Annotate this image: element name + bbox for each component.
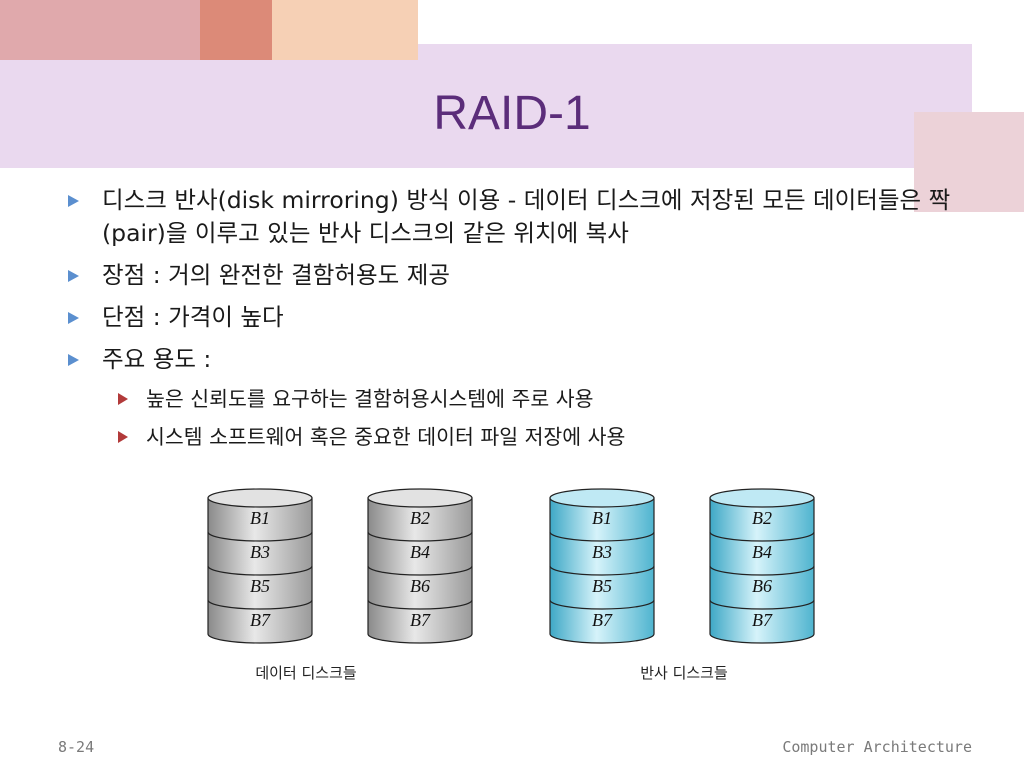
bullet-text: 주요 용도 : — [102, 345, 212, 373]
block-label: B2 — [752, 508, 772, 528]
bullet-item: 단점 : 가격이 높다 — [68, 301, 998, 334]
block-label: B3 — [250, 542, 270, 562]
decor-block-right — [914, 112, 1024, 212]
decor-block-red — [200, 0, 272, 60]
sub-bullet-arrow-icon — [118, 393, 128, 405]
sub-bullet-arrow-icon — [118, 431, 128, 443]
block-label: B6 — [410, 576, 430, 596]
data-disks-label: 데이터 디스크들 — [255, 664, 357, 682]
block-label: B6 — [752, 576, 772, 596]
bullet-list: 디스크 반사(disk mirroring) 방식 이용 - 데이터 디스크에 … — [68, 184, 998, 461]
block-label: B5 — [592, 576, 612, 596]
sub-bullet-text: 높은 신뢰도를 요구하는 결함허용시스템에 주로 사용 — [146, 387, 594, 411]
bullet-text: 장점 : 거의 완전한 결함허용도 제공 — [102, 261, 450, 289]
block-label: B4 — [752, 542, 772, 562]
page-number: 8-24 — [58, 738, 95, 756]
bullet-text: 디스크 반사(disk mirroring) 방식 이용 - 데이터 디스크에 … — [102, 186, 951, 247]
bullet-arrow-icon — [68, 195, 79, 207]
block-label: B7 — [410, 610, 431, 630]
title-band — [0, 44, 972, 168]
slide-title: RAID-1 — [433, 87, 591, 140]
block-label: B3 — [592, 542, 612, 562]
mirror-disks-label: 반사 디스크들 — [640, 664, 728, 682]
bullet-item: 장점 : 거의 완전한 결함허용도 제공 — [68, 259, 998, 292]
sub-bullet-text: 시스템 소프트웨어 혹은 중요한 데이터 파일 저장에 사용 — [146, 425, 626, 449]
sub-bullet-item: 시스템 소프트웨어 혹은 중요한 데이터 파일 저장에 사용 — [118, 423, 998, 451]
bullet-arrow-icon — [68, 312, 79, 324]
bullet-arrow-icon — [68, 270, 79, 282]
bullet-item: 주요 용도 : — [68, 343, 998, 376]
block-label: B1 — [250, 508, 270, 528]
block-label: B2 — [410, 508, 430, 528]
course-name: Computer Architecture — [782, 738, 972, 756]
decor-block-peach — [272, 0, 418, 60]
bullet-item: 디스크 반사(disk mirroring) 방식 이용 - 데이터 디스크에 … — [68, 184, 998, 250]
bullet-arrow-icon — [68, 354, 79, 366]
block-label: B4 — [410, 542, 430, 562]
block-label: B7 — [752, 610, 773, 630]
block-label: B1 — [592, 508, 612, 528]
block-label: B5 — [250, 576, 270, 596]
sub-bullet-item: 높은 신뢰도를 요구하는 결함허용시스템에 주로 사용 — [118, 385, 998, 413]
bullet-text: 단점 : 가격이 높다 — [102, 303, 284, 331]
block-label: B7 — [592, 610, 613, 630]
block-label: B7 — [250, 610, 271, 630]
